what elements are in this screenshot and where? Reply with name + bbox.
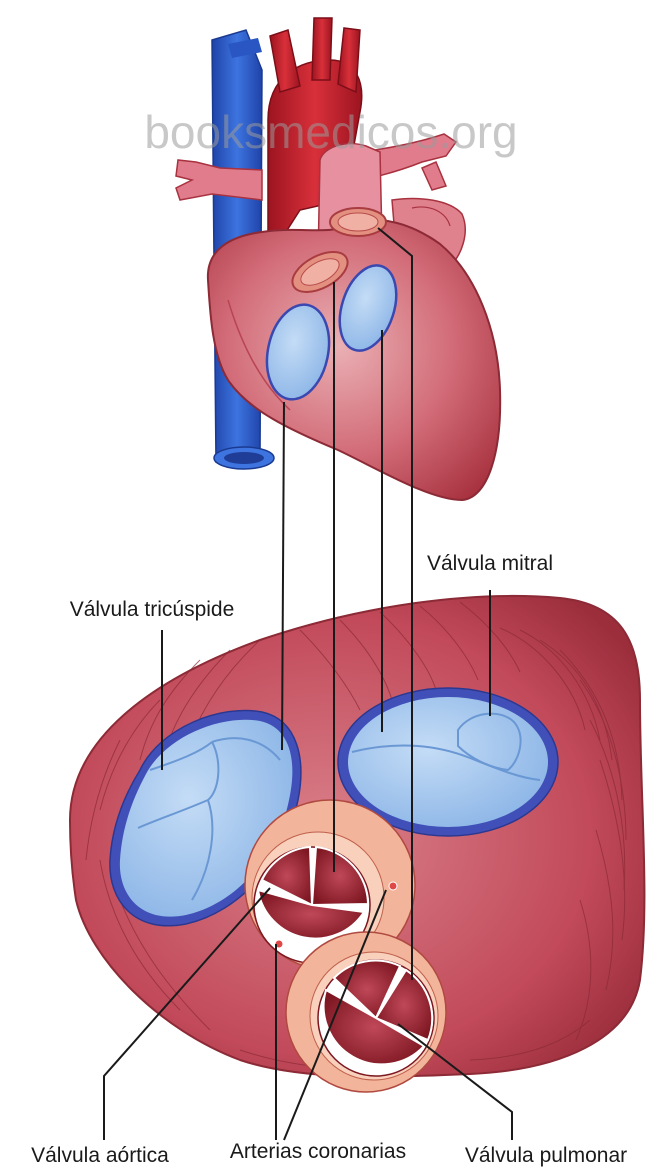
heart-illustration bbox=[176, 18, 500, 500]
watermark: booksmedicos.org bbox=[144, 106, 517, 158]
left-carotid-artery bbox=[312, 18, 332, 80]
left-subclavian-artery bbox=[338, 28, 360, 92]
label-mitral-valve: Válvula mitral bbox=[427, 552, 553, 575]
coronary-artery-opening-right bbox=[389, 882, 397, 890]
label-pulmonary-valve: Válvula pulmonar bbox=[465, 1144, 627, 1167]
label-tricuspid-valve: Válvula tricúspide bbox=[70, 598, 235, 621]
brachiocephalic-artery bbox=[270, 30, 300, 92]
label-coronary-arteries: Arterias coronarias bbox=[230, 1140, 406, 1163]
pulmonary-valve bbox=[286, 932, 446, 1092]
label-aortic-valve: Válvula aórtica bbox=[31, 1144, 169, 1167]
